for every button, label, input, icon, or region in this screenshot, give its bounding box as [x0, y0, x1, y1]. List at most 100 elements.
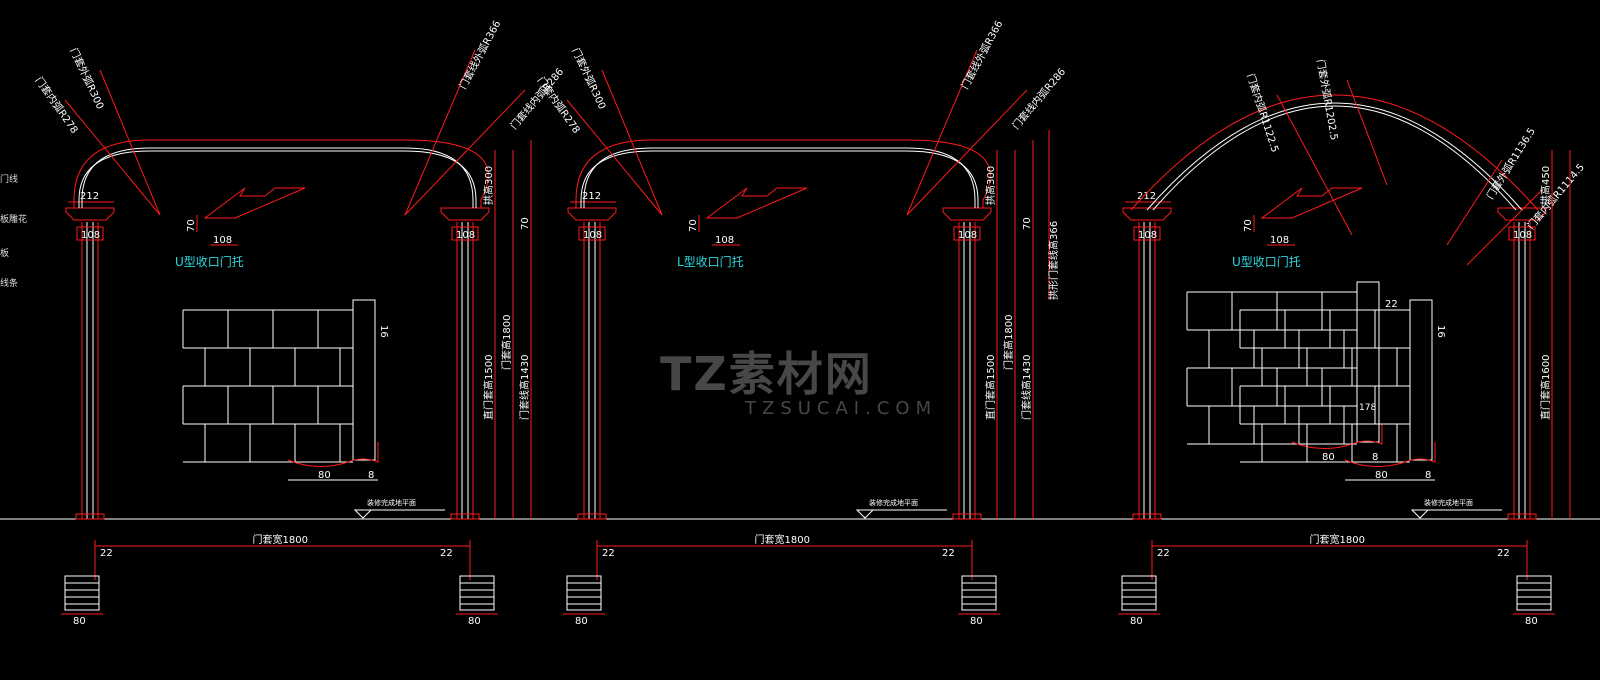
- column-capital: [65, 207, 115, 221]
- column-dim-box: [451, 226, 479, 241]
- dim-label: 8: [368, 470, 374, 481]
- column-width-label: 108: [583, 230, 602, 241]
- floor-marker: [353, 509, 373, 519]
- floor-marker: [1410, 509, 1430, 519]
- radius-leader: [906, 89, 1028, 216]
- frame-height-label: 门套高1800: [1002, 315, 1015, 370]
- column-dim-box: [76, 226, 104, 241]
- door-width-label: 门套宽1800: [755, 533, 810, 546]
- arch-line: [73, 139, 489, 208]
- column-capital: [440, 207, 490, 221]
- base-width-label: 80: [970, 616, 983, 627]
- watermark-logo: TZ素材网: [660, 347, 873, 401]
- radius-label: 门套外弧R300: [569, 46, 609, 111]
- gap-right-label: 22: [1497, 548, 1510, 559]
- wall-section: [1516, 575, 1552, 611]
- radius-label: 门套内弧R1114.5: [1524, 161, 1587, 232]
- radius-leader: [1276, 94, 1353, 236]
- bracket-caption: U型收口门托: [1232, 254, 1301, 269]
- gap-right-label: 22: [942, 548, 955, 559]
- radius-leader: [566, 99, 663, 216]
- dim-label: 8: [1425, 470, 1431, 481]
- bracket-width-label: 108: [715, 235, 734, 246]
- watermark-url: TZSUCAI.COM: [745, 398, 938, 419]
- arch-line: [1146, 102, 1523, 211]
- column-base: [1132, 513, 1162, 520]
- radius-label: 门套外弧R1202.5: [1314, 58, 1341, 141]
- gap-left-label: 22: [602, 548, 615, 559]
- dim-label: 8: [1372, 452, 1378, 463]
- column-dim-box: [953, 226, 981, 241]
- base-width-label: 80: [73, 616, 86, 627]
- bracket-height-label: 70: [186, 219, 197, 232]
- column-dim-box: [578, 226, 606, 241]
- arch-height-label: 拱高300: [984, 166, 997, 205]
- arch-height-label: 拱高300: [482, 166, 495, 205]
- side-label: 线条: [0, 279, 19, 289]
- column-width-label: 108: [81, 230, 100, 241]
- column-capital: [942, 207, 992, 221]
- column-base: [450, 513, 480, 520]
- wall-section: [64, 575, 100, 611]
- column-dim-box: [1508, 226, 1536, 241]
- arch-line: [575, 139, 991, 208]
- side-label: 板: [0, 249, 10, 259]
- arch-line: [78, 150, 477, 208]
- base-width-label: 80: [1525, 616, 1538, 627]
- dim-label: 80: [1322, 452, 1335, 463]
- base-width-label: 80: [575, 616, 588, 627]
- column-capital: [567, 207, 617, 221]
- wall-section: [566, 575, 602, 611]
- base-width-label: 80: [1130, 616, 1143, 627]
- side-label: 门线: [0, 175, 19, 185]
- radius-leader: [404, 89, 526, 216]
- radius-label: 门套内弧R278: [33, 74, 82, 136]
- bracket-caption: U型收口门托: [175, 254, 244, 269]
- bracket-drawing: [203, 187, 306, 219]
- column-width-label: 108: [1138, 230, 1157, 241]
- radius-label: 门套线外弧R366: [958, 18, 1005, 91]
- column-base: [1507, 513, 1537, 520]
- arch-line: [580, 150, 979, 208]
- arch-line: [1130, 94, 1539, 211]
- arch-line: [583, 147, 976, 208]
- floor-label: 装修完成地平面: [367, 498, 416, 507]
- wood-trim-section: [352, 299, 376, 461]
- wood-trim-section: [1409, 299, 1433, 461]
- bracket-height-label: 70: [1243, 219, 1254, 232]
- gap-right-label: 22: [440, 548, 453, 559]
- wood-trim-section: [1356, 281, 1380, 443]
- radius-leader: [99, 69, 161, 216]
- wall-section: [459, 575, 495, 611]
- detail-top-label: 16: [378, 325, 389, 338]
- column-base: [577, 513, 607, 520]
- dim-label: 80: [318, 470, 331, 481]
- radius-leader: [64, 99, 161, 216]
- wood-casing: [287, 442, 379, 467]
- column-width-label: 108: [958, 230, 977, 241]
- wall-section: [961, 575, 997, 611]
- column-capital: [1122, 207, 1172, 221]
- trim-cap-label: 70: [1022, 217, 1033, 230]
- bracket-height-label: 70: [688, 219, 699, 232]
- column-width-label: 108: [1513, 230, 1532, 241]
- bracket-caption: L型收口门托: [677, 254, 744, 269]
- detail-top-label: 16: [1435, 325, 1446, 338]
- frame-height-label: 门套高1800: [500, 315, 513, 370]
- floor-marker: [855, 509, 875, 519]
- floor-label: 装修完成地平面: [1424, 498, 1473, 507]
- straight-height-label: 直门套高1500: [984, 355, 997, 420]
- floor-label: 装修完成地平面: [869, 498, 918, 507]
- bracket-width-label: 108: [1270, 235, 1289, 246]
- straight-height-label: 直门套高1600: [1539, 355, 1552, 420]
- bracket-width-label: 108: [213, 235, 232, 246]
- gap-left-label: 22: [100, 548, 113, 559]
- bracket-drawing: [1260, 187, 1363, 219]
- door-width-label: 门套宽1800: [1310, 533, 1365, 546]
- dim-label: 212: [582, 191, 601, 202]
- arch-height-label: 拱高450: [1539, 166, 1552, 205]
- radius-leader: [906, 49, 978, 216]
- dim-label: 212: [80, 191, 99, 202]
- arch-line: [81, 147, 474, 208]
